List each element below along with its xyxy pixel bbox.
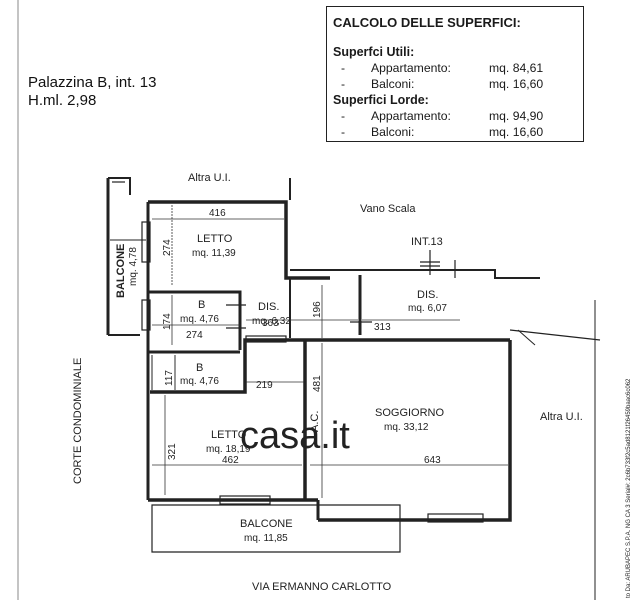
- room-dis1-name: DIS.: [258, 301, 279, 313]
- dim-117: 117: [164, 370, 175, 386]
- dim-321: 321: [167, 443, 178, 460]
- gross-balconies-label: Balconi:: [371, 125, 415, 139]
- calc-dash: -: [341, 109, 346, 123]
- gross-surfaces-title: Superfici Lorde:: [333, 93, 429, 107]
- gross-apartment-value: mq. 94,90: [489, 109, 544, 123]
- room-balcone-left-area: mq. 4,78: [128, 247, 139, 286]
- dim-462: 462: [222, 455, 239, 466]
- room-letto1-area: mq. 11,39: [192, 248, 236, 259]
- room-balcone-bottom-name: BALCONE: [240, 518, 293, 530]
- label-corte: CORTE CONDOMINIALE: [72, 358, 84, 484]
- room-letto2-area: mq. 18,19: [206, 444, 251, 455]
- walls: [17, 0, 601, 600]
- room-soggiorno-area: mq. 33,12: [384, 422, 429, 433]
- room-bagno2-area: mq. 4,76: [180, 376, 219, 387]
- room-letto2-name: LETTO: [211, 429, 247, 441]
- room-dis2-area: mq. 6,07: [408, 303, 447, 314]
- gross-apartment-label: Appartamento:: [371, 109, 451, 123]
- calc-title: CALCOLO DELLE SUPERFICI:: [333, 15, 521, 30]
- dim-274-vertical: 274: [162, 239, 173, 256]
- dim-196: 196: [312, 301, 323, 318]
- room-balcone-left-name: BALCONE: [115, 244, 127, 298]
- calc-dash: -: [341, 125, 346, 139]
- watermark-text: casa.it: [240, 415, 350, 457]
- label-vano-scala: Vano Scala: [360, 203, 416, 215]
- useful-surfaces-title: Superfci Utili:: [333, 45, 415, 59]
- room-ac-name: A.C.: [309, 411, 321, 432]
- ceiling-height: H.ml. 2,98: [28, 92, 97, 109]
- dim-481: 481: [312, 375, 323, 392]
- room-dis1-area: mq. 6,32: [252, 316, 291, 327]
- unit-title: Palazzina B, int. 13: [28, 74, 157, 91]
- dimension-lines: [152, 205, 508, 498]
- useful-balconies-value: mq. 16,60: [489, 77, 544, 91]
- label-int: INT.13: [411, 236, 443, 248]
- side-note: to Da: ARUBAPEC S.P.A. NG CA 3 Serial#: …: [626, 378, 632, 598]
- room-soggiorno-name: SOGGIORNO: [375, 407, 445, 419]
- useful-apartment-label: Appartamento:: [371, 61, 451, 75]
- dim-313: 313: [374, 322, 391, 333]
- room-dis2-name: DIS.: [417, 289, 438, 301]
- calc-dash: -: [341, 77, 346, 91]
- calc-dash: -: [341, 61, 346, 75]
- room-letto1-name: LETTO: [197, 233, 233, 245]
- label-altra-right: Altra U.I.: [540, 411, 583, 423]
- label-street: VIA ERMANNO CARLOTTO: [252, 581, 392, 593]
- surface-calculation-box: CALCOLO DELLE SUPERFICI: Superfci Utili:…: [326, 6, 584, 142]
- room-bagno1-name: B: [198, 299, 205, 311]
- useful-balconies-label: Balconi:: [371, 77, 415, 91]
- dim-363: 363: [262, 318, 279, 329]
- room-bagno2-name: B: [196, 362, 203, 374]
- label-altra-top: Altra U.I.: [188, 172, 231, 184]
- dim-174: 174: [162, 313, 173, 330]
- dim-416: 416: [209, 208, 226, 219]
- gross-balconies-value: mq. 16,60: [489, 125, 544, 139]
- dim-274-horizontal: 274: [186, 330, 203, 341]
- room-bagno1-area: mq. 4,76: [180, 314, 219, 325]
- useful-apartment-value: mq. 84,61: [489, 61, 544, 75]
- windows: [112, 181, 484, 523]
- dim-219: 219: [256, 380, 273, 391]
- dim-643: 643: [424, 455, 441, 466]
- room-balcone-bottom-area: mq. 11,85: [244, 533, 288, 544]
